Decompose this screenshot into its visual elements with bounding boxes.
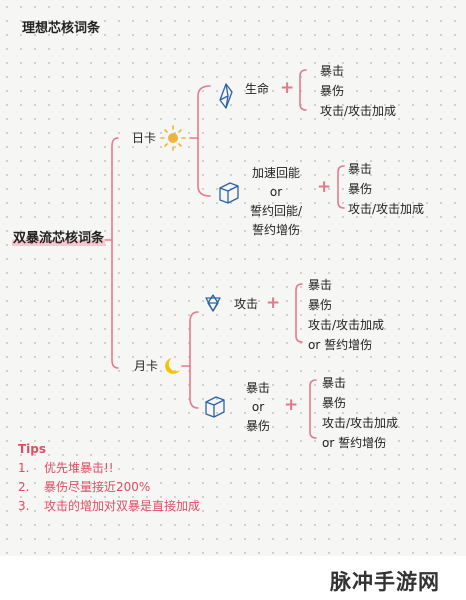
tip-number: 3. [18, 499, 30, 513]
stat-item: 暴伤 [308, 298, 333, 312]
moon-card-label: 月卡 [134, 359, 159, 373]
root-connector [111, 137, 119, 369]
tips-title: Tips [18, 442, 47, 456]
tip-text: 暴伤尽量接近200% [44, 480, 151, 494]
node-prefix-line: 誓约回能/ [249, 204, 303, 218]
stat-item: 暴伤 [348, 182, 373, 196]
bracket-2 [337, 165, 345, 209]
moon-branch-connector [189, 311, 199, 409]
node-prefix-line: 加速回能 [251, 166, 300, 180]
tip-number: 1. [18, 461, 30, 475]
plus-sign: + [266, 293, 281, 313]
plus-sign: + [280, 78, 295, 98]
stat-item: 攻击/攻击加成 [322, 416, 399, 430]
plus-sign: + [317, 177, 332, 197]
node-prefix-line: or [251, 400, 265, 414]
tip-item: 1. 优先堆暴击!! [18, 461, 114, 475]
day-card-label: 日卡 [132, 131, 157, 145]
moon-icon [165, 358, 180, 374]
bracket-4 [309, 379, 317, 439]
stat-item: 暴击 [348, 162, 373, 176]
node-prefix-line: 暴击 [245, 381, 270, 395]
stat-item: or 誓约增伤 [322, 436, 387, 450]
cube-icon [205, 396, 225, 418]
watermark: 脉冲手游网 [330, 570, 440, 594]
stat-item: 暴击 [320, 64, 345, 78]
stat-item: 暴伤 [320, 84, 345, 98]
node-prefix-line: 誓约增伤 [251, 223, 300, 237]
stat-item: 攻击/攻击加成 [320, 104, 397, 118]
stat-item: 暴伤 [322, 396, 347, 410]
bracket-3 [295, 283, 303, 343]
prism-icon [219, 83, 233, 109]
footer-bar [0, 556, 466, 600]
node-prefix: 生命 [245, 82, 270, 96]
page-title: 理想芯核词条 [22, 21, 101, 36]
stat-item: or 誓约增伤 [308, 338, 373, 352]
tip-item: 2. 暴伤尽量接近200% [18, 480, 150, 494]
tip-text: 攻击的增加对双暴是直接加成 [44, 499, 201, 513]
tip-item: 3. 攻击的增加对双暴是直接加成 [18, 499, 200, 513]
tip-number: 2. [18, 480, 30, 494]
stat-item: 暴击 [322, 376, 347, 390]
tip-text: 优先堆暴击!! [44, 461, 114, 475]
plus-sign: + [284, 395, 299, 415]
node-prefix: 攻击 [234, 297, 259, 311]
stat-item: 暴击 [308, 278, 333, 292]
stat-item: 攻击/攻击加成 [348, 202, 425, 216]
sun-icon [160, 125, 186, 151]
node-prefix-line: or [269, 185, 283, 199]
root-node: 双暴流芯核词条 [12, 231, 106, 246]
stat-item: 攻击/攻击加成 [308, 318, 385, 332]
star-icon [205, 294, 221, 312]
node-prefix-line: 暴伤 [245, 419, 270, 433]
day-branch-connector [197, 85, 211, 197]
bracket-1 [299, 69, 307, 111]
cube-icon [219, 182, 239, 204]
